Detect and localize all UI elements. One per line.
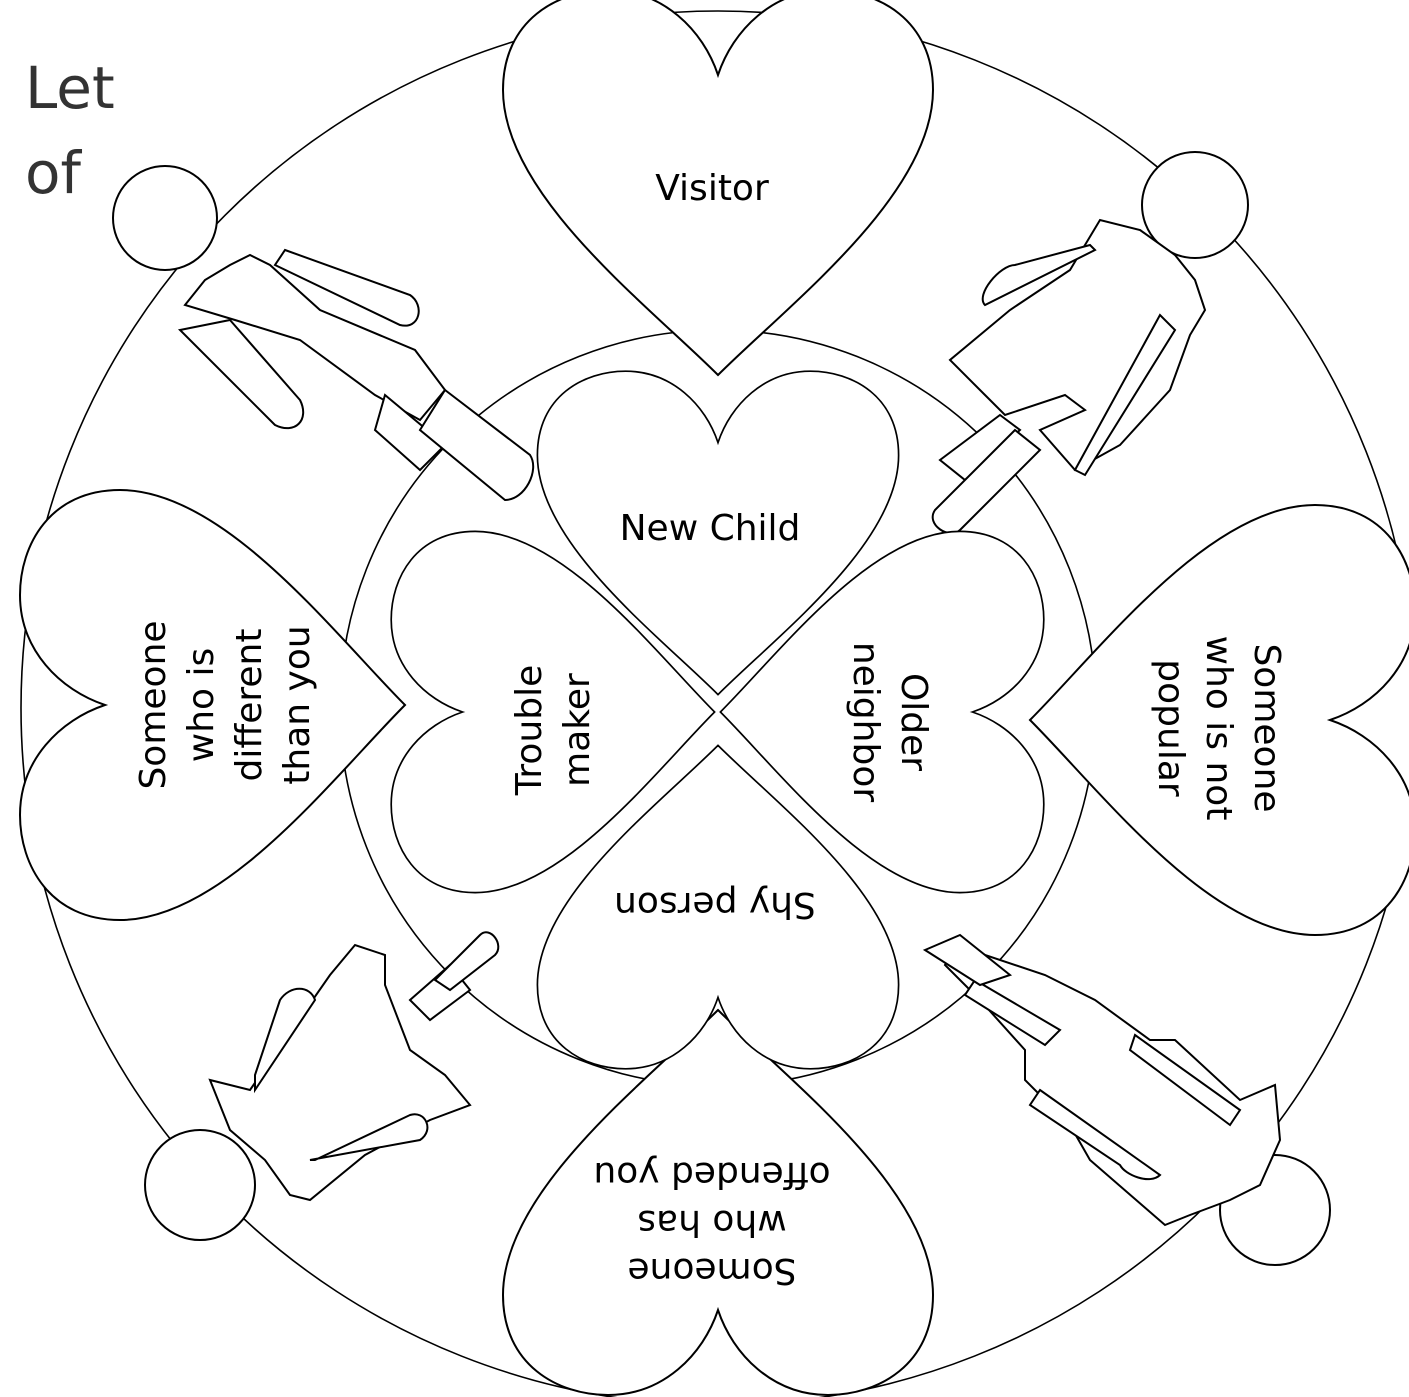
- label-visitor: Visitor: [655, 168, 769, 209]
- person-figure-top-right: [931, 151, 1249, 535]
- label-new-child: New Child: [620, 508, 801, 549]
- label-someone-different-3: different: [229, 629, 270, 782]
- label-maker: maker: [557, 673, 598, 787]
- label-someone-offended-1: Someone: [627, 1250, 796, 1291]
- title-line-1: Let: [25, 54, 115, 122]
- person-figure-bottom-right: [922, 933, 1331, 1266]
- label-shy-person: Shy person: [614, 884, 816, 925]
- label-someone-different-2: who is: [181, 648, 222, 763]
- label-someone-not-popular-1: Someone: [1246, 643, 1287, 812]
- label-someone-offended-2: who has: [637, 1202, 786, 1243]
- label-someone-offended-3: offended you: [593, 1154, 830, 1195]
- label-someone-not-popular-2: who is not: [1198, 636, 1239, 821]
- title-line-2: of: [25, 139, 82, 207]
- label-someone-different-1: Someone: [133, 620, 174, 789]
- label-someone-not-popular-3: popular: [1150, 659, 1191, 797]
- label-trouble: Trouble: [509, 665, 550, 797]
- person-figure-top-left: [112, 165, 535, 502]
- label-someone-different-4: than you: [277, 625, 318, 784]
- label-older: Older: [893, 673, 934, 771]
- person-figure-bottom-left: [144, 931, 500, 1241]
- outer-ring: [20, 10, 1409, 1397]
- label-neighbor: neighbor: [845, 642, 886, 803]
